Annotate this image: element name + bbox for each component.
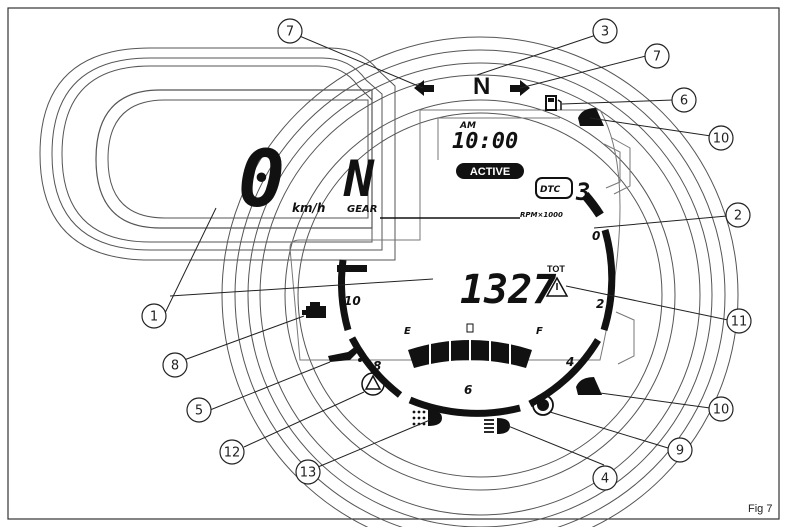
high-beam-icon bbox=[484, 418, 510, 434]
speed-value: 0 bbox=[238, 135, 285, 225]
svg-text:8: 8 bbox=[171, 359, 179, 374]
svg-text:11: 11 bbox=[731, 315, 748, 330]
dtc-box bbox=[535, 177, 573, 199]
figure-frame bbox=[7, 7, 780, 520]
tach-tick-8: 8 bbox=[373, 359, 381, 373]
dtc-value: 3 bbox=[575, 178, 590, 206]
callout-10-top: 10 bbox=[708, 125, 734, 151]
mode-badge bbox=[456, 163, 524, 179]
svg-text:13: 13 bbox=[300, 466, 317, 481]
tach-tick-4: 4 bbox=[565, 355, 574, 369]
low-beam-tab-top bbox=[578, 108, 604, 126]
callout-12: 12 bbox=[219, 439, 245, 465]
callout-13: 13 bbox=[295, 459, 321, 485]
dtc-label: DTC bbox=[540, 185, 561, 195]
neutral-indicator: N bbox=[473, 73, 490, 100]
figure-label: Fig 7 bbox=[748, 503, 772, 515]
low-beam-tab-bottom bbox=[576, 377, 602, 395]
svg-text:1: 1 bbox=[150, 310, 158, 325]
left-display-housing bbox=[39, 47, 396, 261]
svg-text:6: 6 bbox=[680, 94, 688, 109]
svg-text:7: 7 bbox=[286, 25, 294, 40]
right-dial-housing bbox=[221, 36, 739, 527]
hazard-warning-icon bbox=[361, 372, 385, 396]
position-light-icon bbox=[412, 410, 442, 426]
fuel-reserve-icon bbox=[545, 95, 562, 111]
odometer-label: TOT bbox=[547, 264, 565, 274]
svg-text:2: 2 bbox=[734, 209, 742, 224]
odometer-value: 1327 bbox=[460, 267, 556, 313]
svg-text:10: 10 bbox=[713, 403, 730, 418]
callout-10-bottom: 10 bbox=[708, 396, 734, 422]
gear-label: GEAR bbox=[347, 204, 377, 215]
callout-8: 8 bbox=[162, 352, 188, 378]
engine-warning-icon bbox=[302, 302, 326, 318]
svg-text:7: 7 bbox=[653, 50, 661, 65]
fuel-pump-icon bbox=[466, 323, 474, 333]
callout-9: 9 bbox=[667, 437, 693, 463]
tach-tick-10: 10 bbox=[344, 294, 361, 308]
fuel-empty-label: E bbox=[404, 326, 411, 337]
callout-11: 11 bbox=[726, 308, 752, 334]
callout-4: 4 bbox=[592, 465, 618, 491]
tach-tick-0: 0 bbox=[592, 229, 600, 243]
clock-time: 10:00 bbox=[452, 129, 518, 154]
callout-7-left: 7 bbox=[277, 18, 303, 44]
callout-2: 2 bbox=[725, 202, 751, 228]
callout-6: 6 bbox=[671, 87, 697, 113]
fuel-gauge bbox=[408, 337, 532, 368]
svg-text:9: 9 bbox=[676, 444, 684, 459]
callout-1: 1 bbox=[141, 303, 167, 329]
svg-text:5: 5 bbox=[195, 404, 203, 419]
gear-value: N bbox=[343, 150, 375, 208]
callout-3: 3 bbox=[592, 18, 618, 44]
callout-5: 5 bbox=[186, 397, 212, 423]
abs-icon bbox=[532, 394, 554, 416]
svg-text:12: 12 bbox=[224, 446, 241, 461]
svg-text:4: 4 bbox=[601, 472, 609, 487]
clock-meridiem: AM bbox=[459, 121, 476, 131]
leader-lines bbox=[164, 31, 729, 468]
general-warning-icon bbox=[545, 276, 569, 297]
rpm-label: RPM×1000 bbox=[520, 211, 563, 219]
fuel-full-label: F bbox=[536, 326, 543, 337]
tach-tick-6: 6 bbox=[464, 383, 472, 397]
oil-pressure-icon bbox=[328, 346, 362, 362]
svg-text:10: 10 bbox=[713, 132, 730, 147]
tach-tick-2: 2 bbox=[596, 297, 604, 311]
callout-7-right: 7 bbox=[644, 43, 670, 69]
tach-scale bbox=[337, 192, 616, 417]
mode-badge-label: ACTIVE bbox=[470, 166, 510, 178]
left-turn-icon bbox=[414, 80, 434, 96]
svg-text:3: 3 bbox=[601, 25, 609, 40]
speed-unit: km/h bbox=[292, 201, 325, 215]
